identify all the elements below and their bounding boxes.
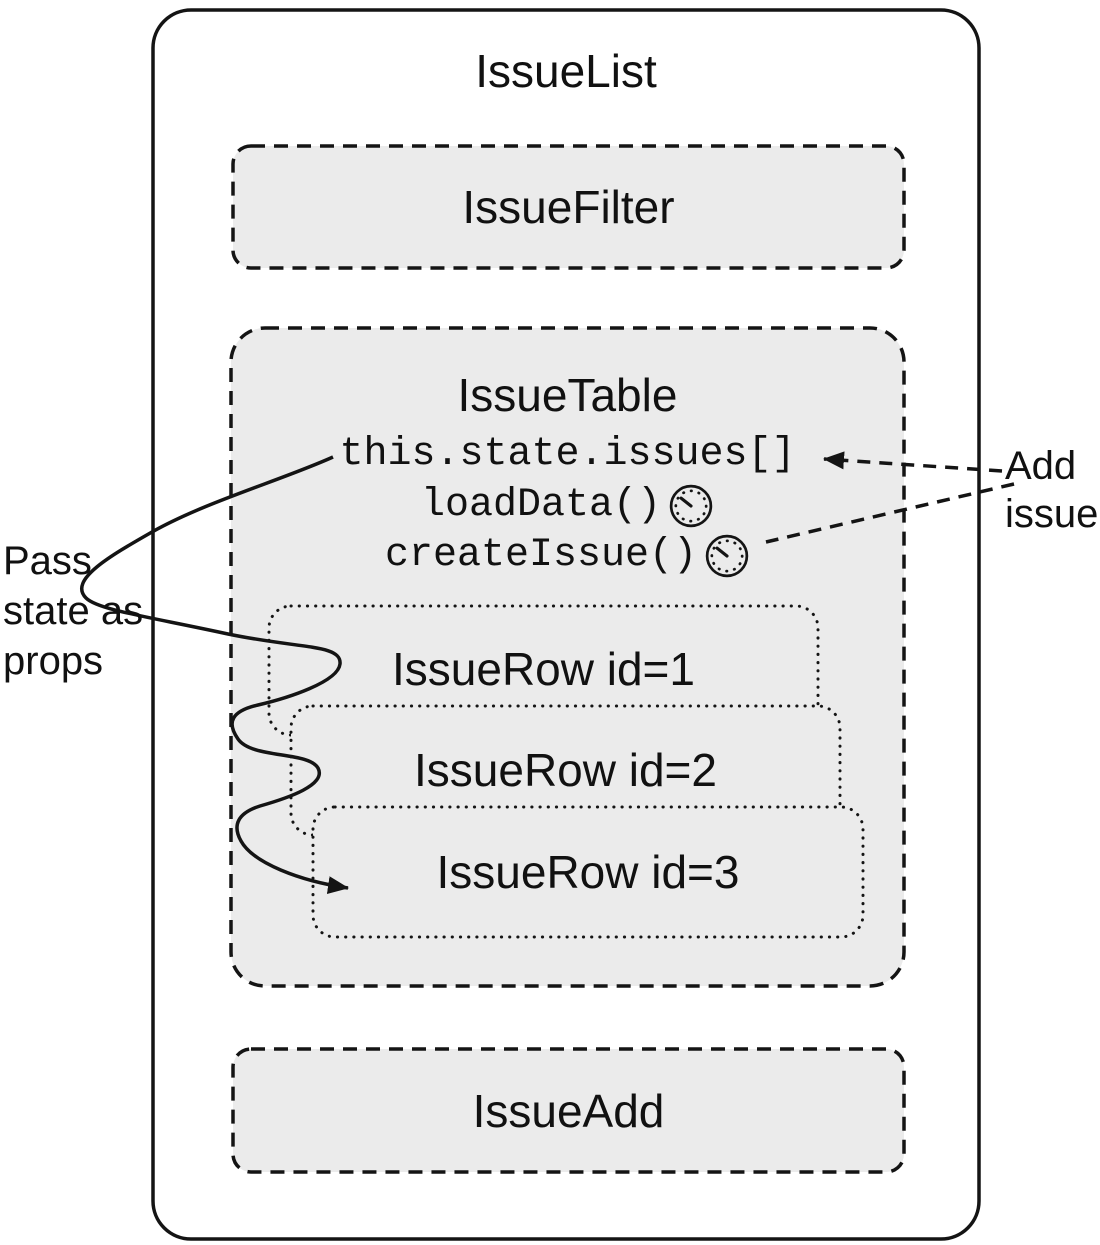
- createissue-method: createIssue(): [231, 533, 904, 579]
- issue-filter-box: [231, 144, 906, 270]
- issue-row-2-label: IssueRow id=2: [414, 744, 717, 796]
- issue-row-3-label: IssueRow id=3: [436, 846, 740, 898]
- issue-row-3-box: [311, 805, 865, 939]
- issue-add-label: IssueAdd: [472, 1085, 665, 1137]
- clock-icon: [704, 533, 750, 579]
- loaddata-method: loadData(): [231, 483, 904, 529]
- clock-icon: [668, 483, 714, 529]
- pass-state-arrow: [80, 455, 349, 895]
- issue-row-1-label: IssueRow id=1: [392, 643, 695, 695]
- createissue-text: createIssue(): [384, 533, 698, 578]
- loaddata-text: loadData(): [420, 483, 662, 528]
- state-field-code: this.state.issues[]: [231, 432, 904, 477]
- issue-table-label: IssueTable: [457, 369, 678, 421]
- issue-add-box: [231, 1047, 906, 1174]
- issue-list-title: IssueList: [475, 45, 657, 97]
- add-issue-annotation: Add issue: [1005, 444, 1099, 536]
- issue-filter-label: IssueFilter: [462, 181, 675, 233]
- state-field-text: this.state.issues[]: [339, 432, 796, 477]
- pass-state-annotation: Pass state as props: [3, 539, 144, 683]
- add-issue-arrow-to-state: [823, 451, 1003, 473]
